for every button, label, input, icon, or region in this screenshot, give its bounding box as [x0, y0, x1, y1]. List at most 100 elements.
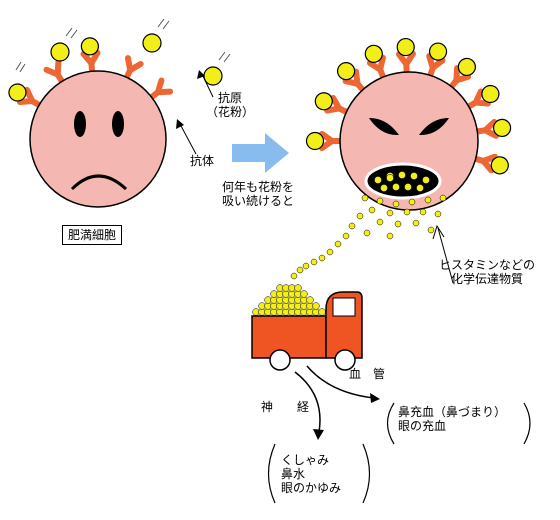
- mediator-dot: [412, 219, 420, 227]
- vessel-effect-eye-redness: 眼の充血: [398, 419, 447, 433]
- antigen-label: 抗原 （花粉）: [206, 91, 254, 119]
- mediator-dot: [392, 200, 400, 208]
- truck-cargo-dots: [252, 284, 326, 316]
- stream-dot: [290, 272, 298, 280]
- mediator-dot: [361, 194, 369, 202]
- sad-right-eye: [112, 111, 124, 137]
- motion-lines-0: [65, 27, 78, 39]
- mouth-pollen-dot: [380, 184, 388, 192]
- mediator-dot: [386, 232, 394, 240]
- arrow-caption-line2: 吸い続けると: [222, 194, 295, 208]
- free-pollen-2: [203, 66, 223, 86]
- nerve-effect-runny-nose: 鼻水: [281, 467, 306, 481]
- free-pollen-1: [142, 33, 162, 53]
- mediator-dot: [424, 196, 432, 204]
- cargo-pollen-dot: [312, 302, 320, 310]
- stream-dot: [356, 212, 364, 220]
- nerve-effect-sneezing: くしゃみ: [281, 453, 330, 467]
- mouth-pollen-group: [374, 171, 430, 192]
- nerve-effect-itchy-eyes: 眼のかゆみ: [281, 481, 342, 495]
- antibody-pointer-arrow: [179, 123, 197, 155]
- sad-mouth: [70, 174, 128, 191]
- arrow-to-blood-vessel: [306, 365, 375, 399]
- stream-dot: [326, 248, 334, 256]
- nerve-effects-list: くしゃみ 鼻水 眼のかゆみ: [281, 453, 341, 495]
- big-arrow-right: [232, 133, 289, 173]
- mediator-dot: [394, 220, 402, 228]
- angry-left-eye: [369, 118, 399, 136]
- antibody-label: 抗体: [190, 154, 215, 168]
- mediator-dot: [427, 226, 435, 234]
- mouth-pollen-dot: [386, 174, 394, 182]
- mediator-dot: [363, 229, 371, 237]
- mouth-pollen-dot: [410, 172, 418, 180]
- arrow-to-nerve: [294, 371, 321, 433]
- free-pollen-group: [15, 18, 231, 86]
- motion-lines-1: [157, 18, 170, 30]
- stream-dot: [334, 240, 342, 248]
- mouth-pollen-dot: [392, 183, 400, 191]
- antigen-pointer-arrowhead: [197, 70, 205, 79]
- mediator-dot: [376, 197, 384, 205]
- arrow-caption: 何年も花粉を 吸い続けると: [222, 180, 294, 208]
- vessel-effects-list: 鼻充血（鼻づまり） 眼の充血: [398, 405, 506, 433]
- cargo-pollen-dot: [300, 290, 308, 298]
- pollen-stream-dots: [290, 212, 364, 280]
- mediator-dot: [439, 194, 447, 202]
- vessel-bracket-left: [386, 402, 395, 445]
- arrow-to-blood-vessel-head: [370, 393, 380, 403]
- truck: [251, 291, 363, 371]
- stream-dot: [342, 232, 350, 240]
- motion-lines-2: [218, 51, 231, 63]
- mediators-line1: ヒスタミンなどの: [439, 258, 536, 272]
- mediator-dot: [434, 210, 442, 218]
- mediator-dot: [403, 208, 411, 216]
- cargo-pollen-dot: [294, 284, 302, 292]
- mediator-dot: [419, 208, 427, 216]
- truck-window: [332, 297, 356, 317]
- arrow-to-nerve-head: [313, 429, 324, 440]
- blood-vessel-label: 血 管: [349, 367, 386, 381]
- mediator-dot: [408, 198, 416, 206]
- nerve-bracket-left: [267, 443, 276, 504]
- truck-rear-wheel: [269, 349, 291, 371]
- motion-lines-extra: [15, 61, 26, 73]
- nerve-bracket-right: [362, 443, 371, 504]
- stream-dot: [318, 254, 326, 262]
- mediators-label: ヒスタミンなどの 化学伝達物質: [439, 258, 535, 286]
- truck-bed: [251, 315, 327, 359]
- mouth-pollen-dot: [374, 176, 382, 184]
- mast-cell-label: 肥満細胞: [62, 225, 123, 245]
- mediator-dot: [386, 209, 394, 217]
- arrow-caption-line1: 何年も花粉を: [222, 180, 295, 194]
- released-mediator-dots: [361, 194, 447, 240]
- vessel-effect-nasal-congestion: 鼻充血（鼻づまり）: [398, 405, 507, 419]
- mediators-line2: 化学伝達物質: [451, 272, 524, 286]
- mouth-pollen-dot: [422, 176, 430, 184]
- mediator-dot: [376, 218, 384, 226]
- antibody-pointer-arrowhead: [176, 119, 184, 129]
- mediator-pointer-line: [437, 227, 454, 284]
- mouth-pollen-dot: [398, 171, 406, 179]
- cargo-pollen-dot: [318, 308, 326, 316]
- mediator-dot: [368, 206, 376, 214]
- nerve-label: 神 経: [261, 400, 310, 414]
- truck-front-wheel: [334, 349, 356, 371]
- sad-left-eye: [74, 111, 86, 137]
- mast-cell-face-sad: [29, 70, 167, 208]
- stream-dot: [302, 262, 310, 270]
- mediator-pointer-head: [432, 224, 445, 240]
- antigen-pointer-arrow: [201, 73, 214, 98]
- stream-dot: [296, 266, 304, 274]
- mouth-pollen-dot: [404, 183, 412, 191]
- antigen-text: 抗原: [218, 91, 243, 105]
- stream-dot: [310, 258, 318, 266]
- free-pollen-0: [50, 42, 70, 62]
- cargo-pollen-dot: [306, 296, 314, 304]
- stream-dot: [348, 222, 356, 230]
- vessel-bracket-right: [523, 402, 531, 445]
- angry-right-eye: [419, 118, 449, 136]
- mouth-pollen-dot: [416, 184, 424, 192]
- pollen-text: （花粉）: [206, 105, 255, 119]
